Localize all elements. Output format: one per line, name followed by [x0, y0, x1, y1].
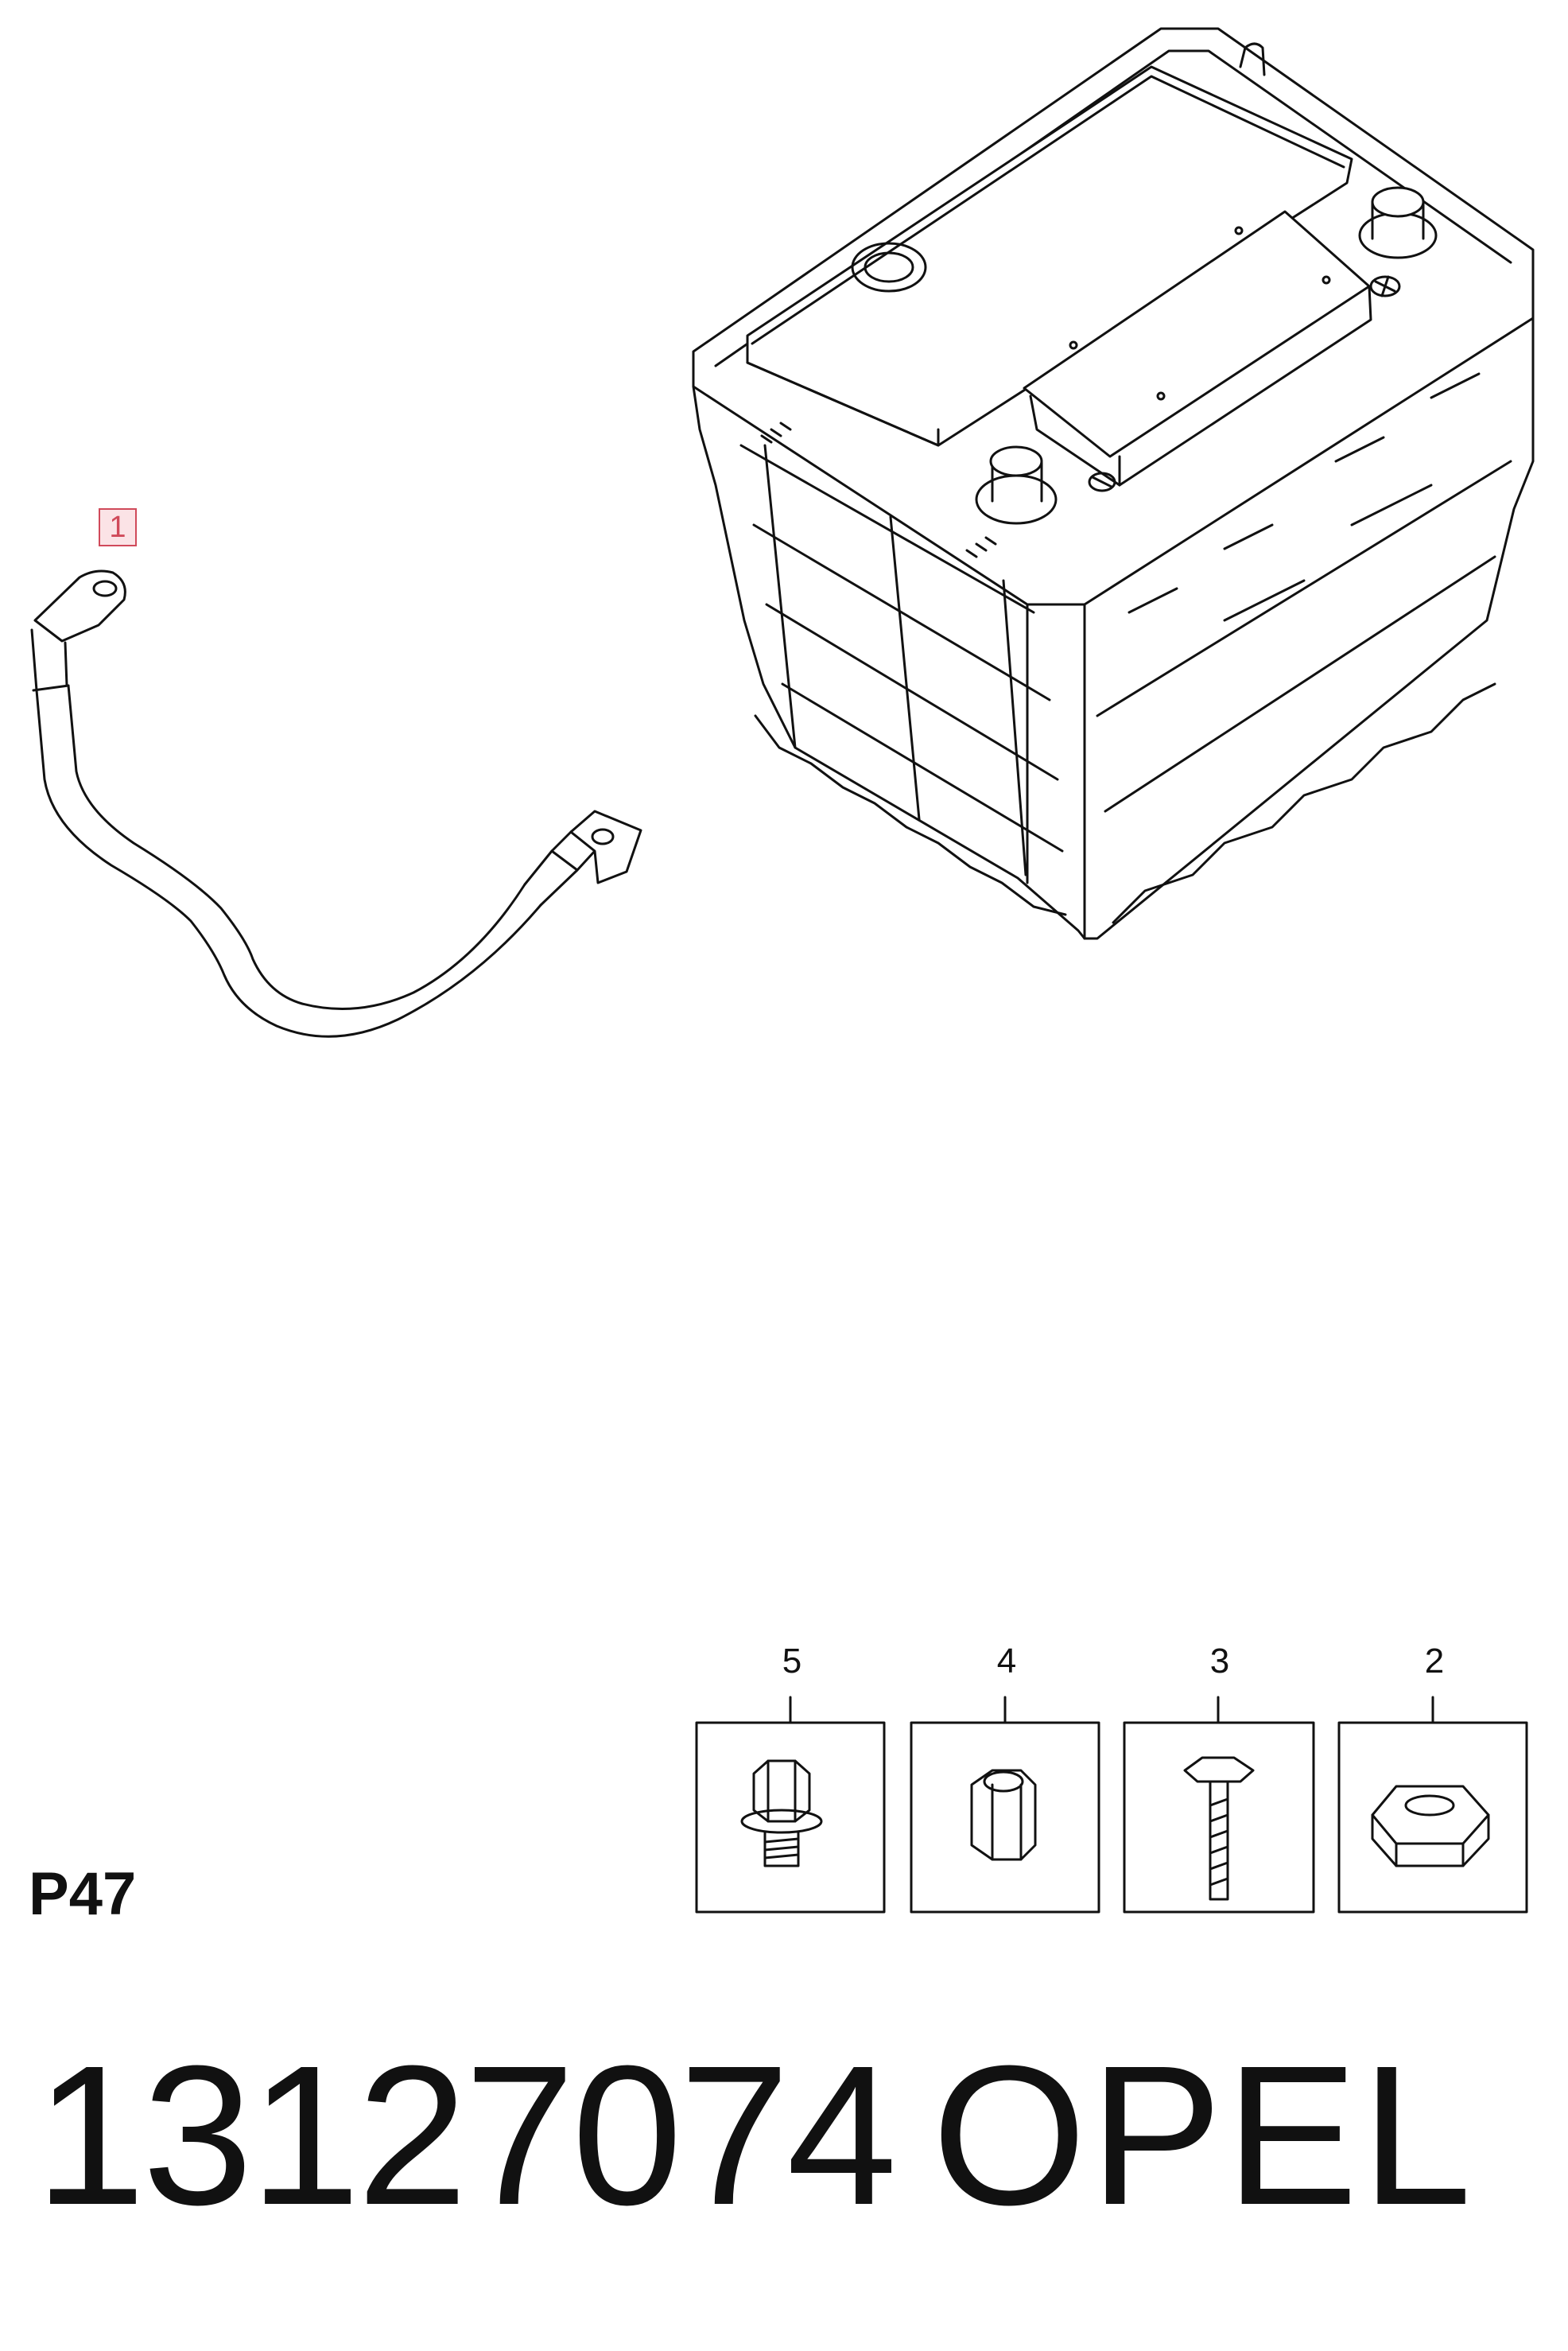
item-4-box[interactable]	[910, 1696, 1100, 1914]
item-2-box[interactable]	[1337, 1696, 1528, 1914]
item-3-box[interactable]	[1123, 1696, 1315, 1914]
item-5-box[interactable]	[695, 1696, 886, 1914]
page-code: P47	[29, 1860, 137, 1928]
part-number: 13127074	[35, 2024, 897, 2246]
callout-item-1[interactable]: 1	[99, 508, 137, 546]
brand-name: OPEL	[932, 2024, 1475, 2246]
callout-item-4[interactable]: 4	[996, 1642, 1017, 1681]
battery-cable[interactable]	[30, 569, 642, 1038]
callout-item-5[interactable]: 5	[782, 1642, 802, 1681]
battery	[692, 27, 1535, 940]
callout-item-3[interactable]: 3	[1209, 1642, 1230, 1681]
callout-item-2[interactable]: 2	[1424, 1642, 1445, 1681]
